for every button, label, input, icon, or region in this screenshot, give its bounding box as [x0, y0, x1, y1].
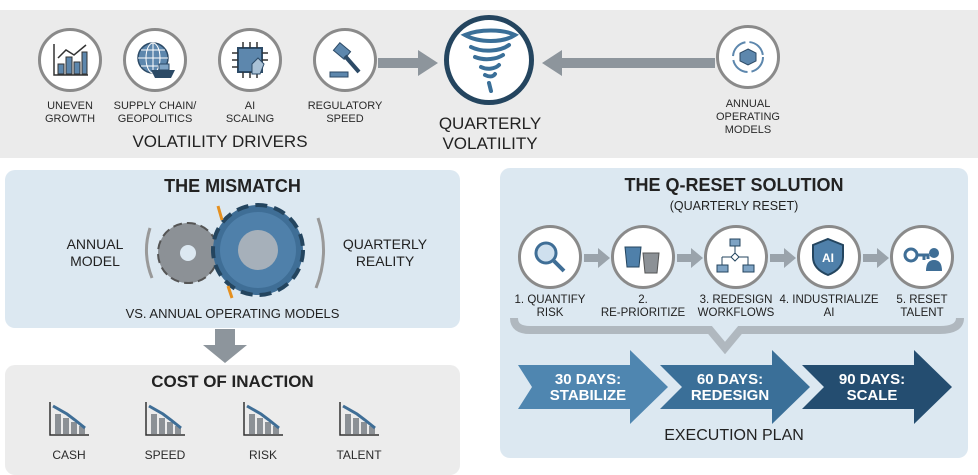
- flowchart-icon: [704, 225, 768, 289]
- solution-panel: [500, 168, 968, 458]
- declining-chart-icon: [145, 402, 185, 436]
- chip-icon: [218, 28, 282, 92]
- plan-label: 90 DAYS:SCALE: [838, 371, 906, 404]
- plan-arrow: [518, 350, 668, 424]
- mismatch-title: THE MISMATCH: [164, 176, 301, 196]
- cost-label: CASH: [52, 448, 86, 462]
- solution-title: THE Q-RESET SOLUTION: [624, 175, 844, 195]
- drivers-title: VOLATILITY DRIVERS: [132, 132, 308, 151]
- bar-chart-icon: [38, 28, 102, 92]
- globe-ship-icon: [123, 28, 187, 92]
- key-person-icon: [890, 225, 954, 289]
- cost-label: RISK: [248, 448, 277, 462]
- step-arrow-icon: [677, 248, 703, 268]
- arrow-left-icon: [542, 50, 715, 76]
- gavel-icon: [313, 28, 377, 92]
- step-arrow-icon: [863, 248, 889, 268]
- tornado-icon: [444, 15, 534, 105]
- ai-badge: AI: [822, 251, 834, 265]
- declining-chart-icon: [49, 402, 89, 436]
- driver-label: SUPPLY CHAIN/GEOPOLITICS: [113, 100, 197, 125]
- arrow-down-icon: [203, 329, 247, 363]
- cost-panel: [5, 365, 460, 475]
- mismatch-caption: VS. ANNUAL OPERATING MODELS: [125, 306, 340, 321]
- declining-chart-icon: [339, 402, 379, 436]
- cost-label: SPEED: [144, 448, 186, 462]
- magnifier-icon: [518, 225, 582, 289]
- plan-label: 60 DAYS:REDESIGN: [690, 371, 770, 404]
- gears-icon: [145, 203, 326, 299]
- cost-title: COST OF INACTION: [151, 372, 314, 391]
- solution-subtitle: (QUARTERLY RESET): [669, 199, 799, 213]
- plan-arrow: [660, 350, 810, 424]
- plan-label: 30 DAYS:STABILIZE: [549, 371, 627, 404]
- arrow-right-icon: [378, 50, 438, 76]
- buckets-icon: [611, 225, 675, 289]
- step-label: 2.RE-PRIORITIZE: [600, 294, 686, 319]
- step-arrow-icon: [770, 248, 796, 268]
- bracket-icon: [510, 318, 964, 354]
- cost-label: TALENT: [336, 448, 382, 462]
- plan-arrow: [802, 350, 952, 424]
- step-arrow-icon: [584, 248, 610, 268]
- declining-chart-icon: [243, 402, 283, 436]
- ai-shield-icon: AI: [797, 225, 861, 289]
- plan-title: EXECUTION PLAN: [664, 427, 804, 444]
- cycle-cube-icon: [716, 25, 780, 89]
